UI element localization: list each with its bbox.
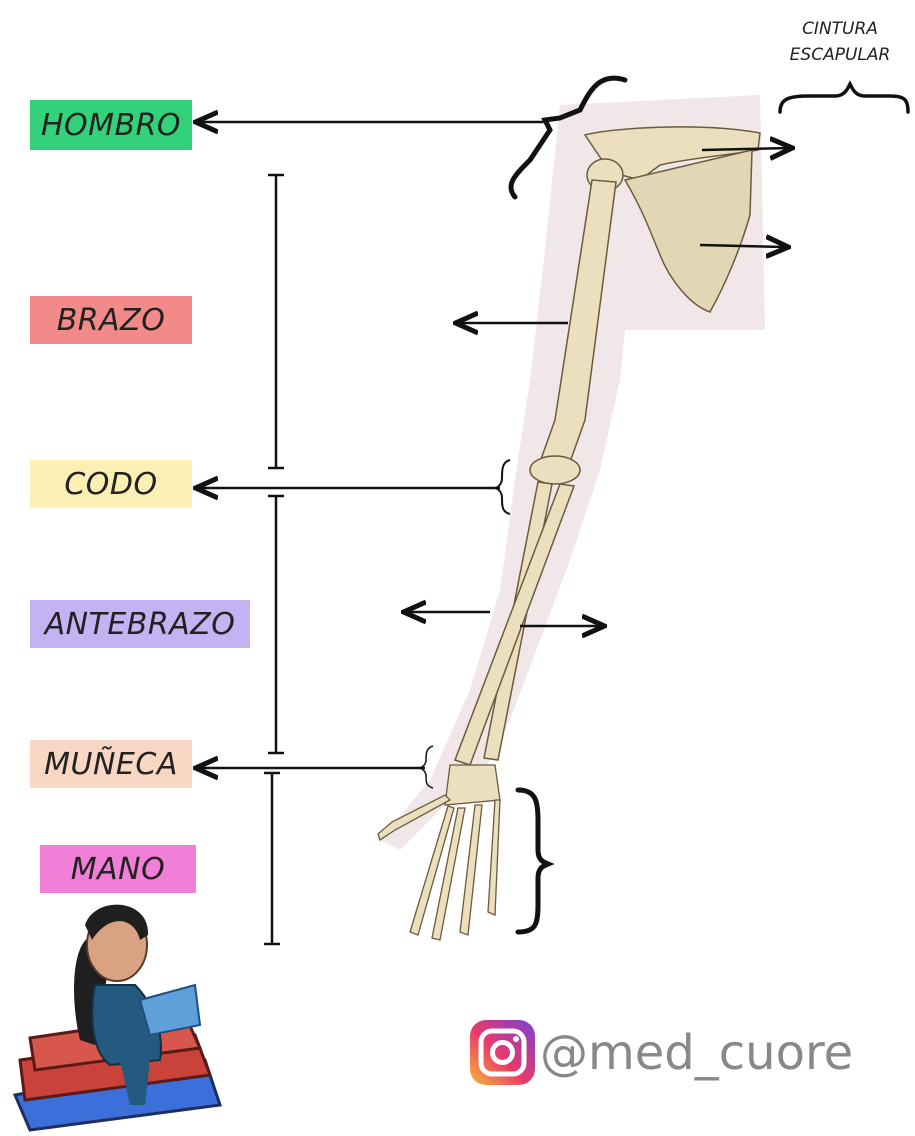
instagram-handle: @med_cuore — [540, 1025, 853, 1081]
span-bars — [264, 175, 284, 944]
avatar-reading-on-books — [15, 905, 220, 1130]
instagram-icon — [470, 1020, 535, 1085]
